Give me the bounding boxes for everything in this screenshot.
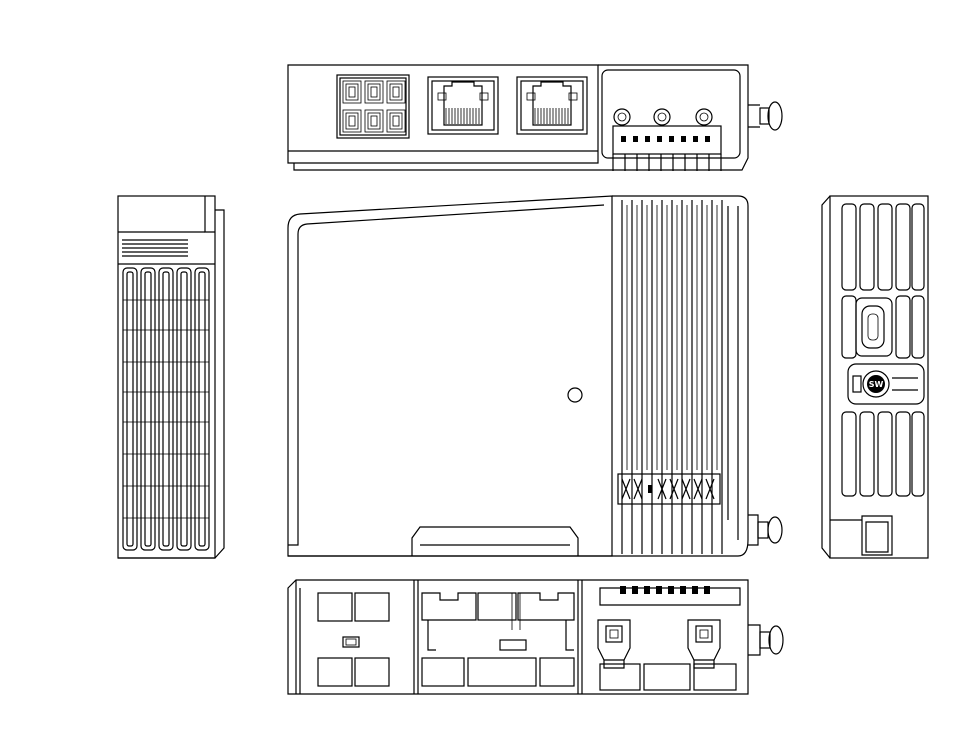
front-view xyxy=(287,195,783,557)
right-side-view: SW xyxy=(821,195,929,559)
mounting-hole xyxy=(567,387,583,403)
top-view xyxy=(287,64,783,171)
right-vent-slots xyxy=(841,203,925,497)
left-side-view xyxy=(117,195,225,559)
power-connector-top xyxy=(598,64,783,171)
switch-label: SW xyxy=(869,380,884,389)
dip-switch: SW xyxy=(847,363,925,405)
rj45-port-2 xyxy=(516,76,588,135)
terminal-block xyxy=(336,74,410,139)
ribbed-connector-section xyxy=(612,195,749,557)
bottom-latch-left xyxy=(597,619,631,669)
left-vent-slots xyxy=(122,267,210,551)
release-knob xyxy=(748,514,783,546)
rj45-port-1 xyxy=(427,76,499,135)
bottom-view xyxy=(287,579,784,695)
bottom-latch-right xyxy=(687,619,721,669)
usb-port xyxy=(855,297,893,357)
